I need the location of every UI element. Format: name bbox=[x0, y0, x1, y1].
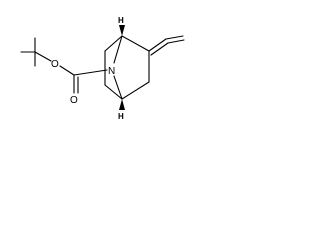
ester-oxygen-label: O bbox=[51, 59, 59, 70]
bond-o-to-carbonyl-carbon bbox=[59, 65, 75, 76]
bridgehead-bottom-h-label: H bbox=[118, 112, 124, 121]
bond-c1-to-c2 bbox=[121, 35, 150, 52]
bond-c2-to-allene-2 bbox=[150, 42, 169, 56]
structure-diagram: O O N H H bbox=[20, 16, 185, 121]
bond-c5-to-c4 bbox=[104, 84, 123, 100]
bond-c2-to-allene-1 bbox=[148, 38, 167, 52]
carbonyl-oxygen-label: O bbox=[70, 95, 78, 106]
allene-group bbox=[148, 35, 185, 56]
bicyclic-ring bbox=[104, 35, 150, 100]
tert-butyl-group bbox=[20, 37, 52, 67]
wedge-bond-bottom-h bbox=[119, 99, 125, 110]
bond-c3-to-c4 bbox=[121, 81, 150, 100]
bond-tbu-quaternary-to-o bbox=[34, 51, 52, 62]
bond-allene-to-ch2-1 bbox=[165, 35, 184, 40]
wedge-bond-top-h bbox=[119, 25, 125, 36]
bond-c1-to-n bbox=[113, 35, 123, 64]
carbamate-group bbox=[59, 65, 108, 94]
bond-n-to-c4 bbox=[113, 75, 123, 100]
bond-carbonyl-carbon-to-n bbox=[73, 69, 108, 76]
bond-c1-to-c6 bbox=[104, 35, 123, 52]
bridgehead-top-h-label: H bbox=[118, 16, 124, 25]
nitrogen-label: N bbox=[108, 66, 115, 77]
bond-allene-to-ch2-2 bbox=[167, 39, 185, 44]
